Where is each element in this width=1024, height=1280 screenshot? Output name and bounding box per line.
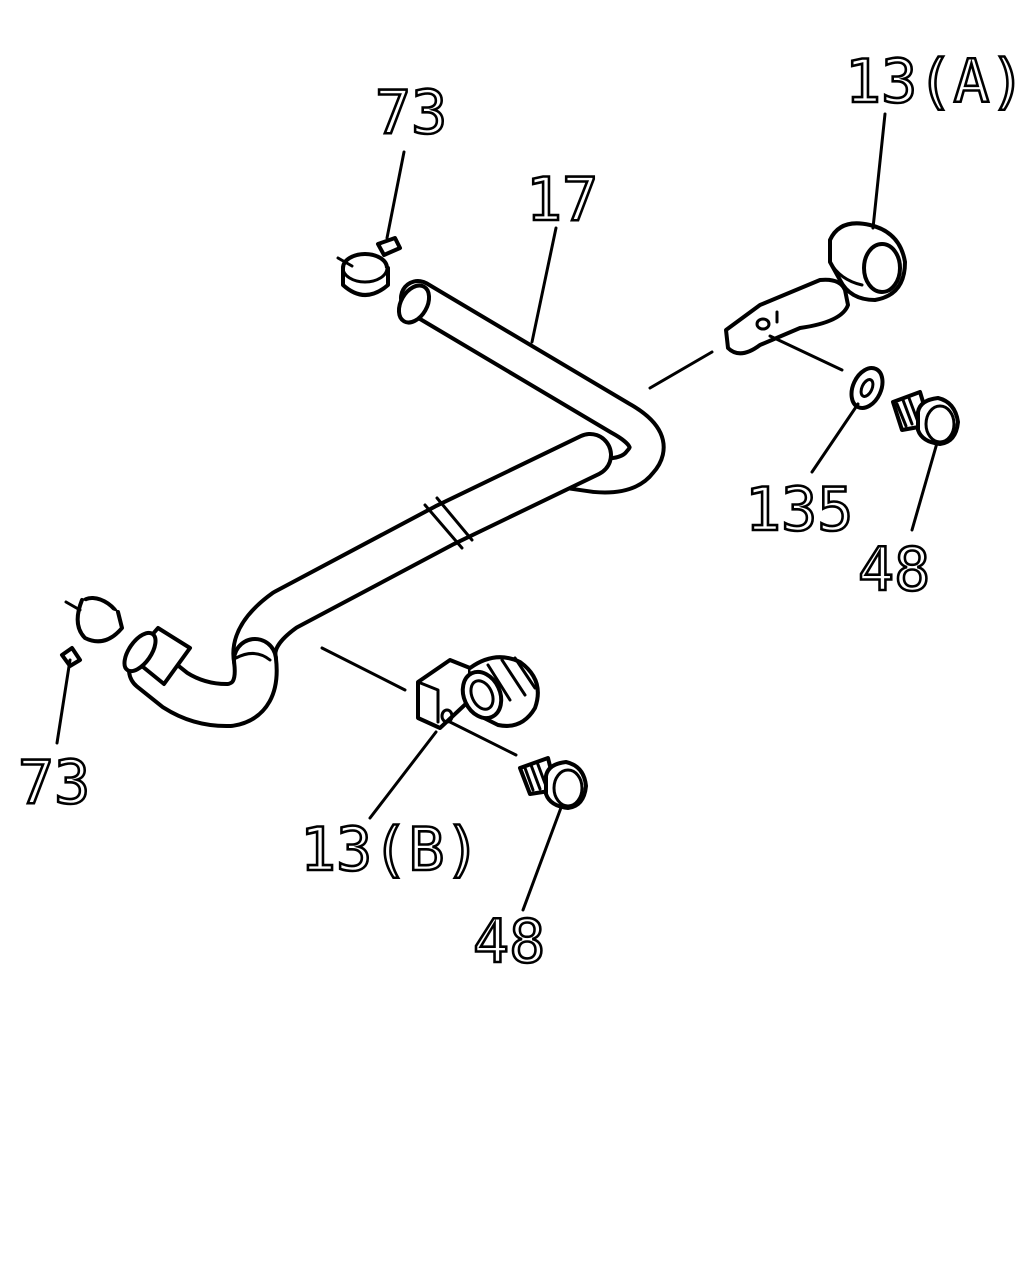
callout-17: 17 [526, 165, 598, 235]
bolt-48-right [891, 390, 960, 446]
callout-48-bottom: 48 [473, 907, 545, 977]
callout-labels: 13(A) 73 17 135 48 73 13(B) 48 [17, 46, 1024, 979]
hose-17 [122, 279, 666, 729]
callout-48-right: 48 [858, 535, 930, 605]
leader-lines [55, 112, 939, 912]
callout-13a: 13(A) [845, 47, 1024, 117]
callout-73-left: 73 [18, 748, 90, 818]
callout-13b: 13(B) [300, 815, 481, 885]
clamp-13a [724, 221, 907, 356]
hose-clip-73-left [60, 595, 124, 668]
clamp-13b [416, 655, 540, 730]
bolt-48-bottom [518, 756, 588, 810]
washer-135 [849, 366, 885, 410]
hose-clip-73-top [336, 236, 402, 297]
callout-135: 135 [745, 475, 853, 545]
callout-73-top: 73 [375, 78, 447, 148]
